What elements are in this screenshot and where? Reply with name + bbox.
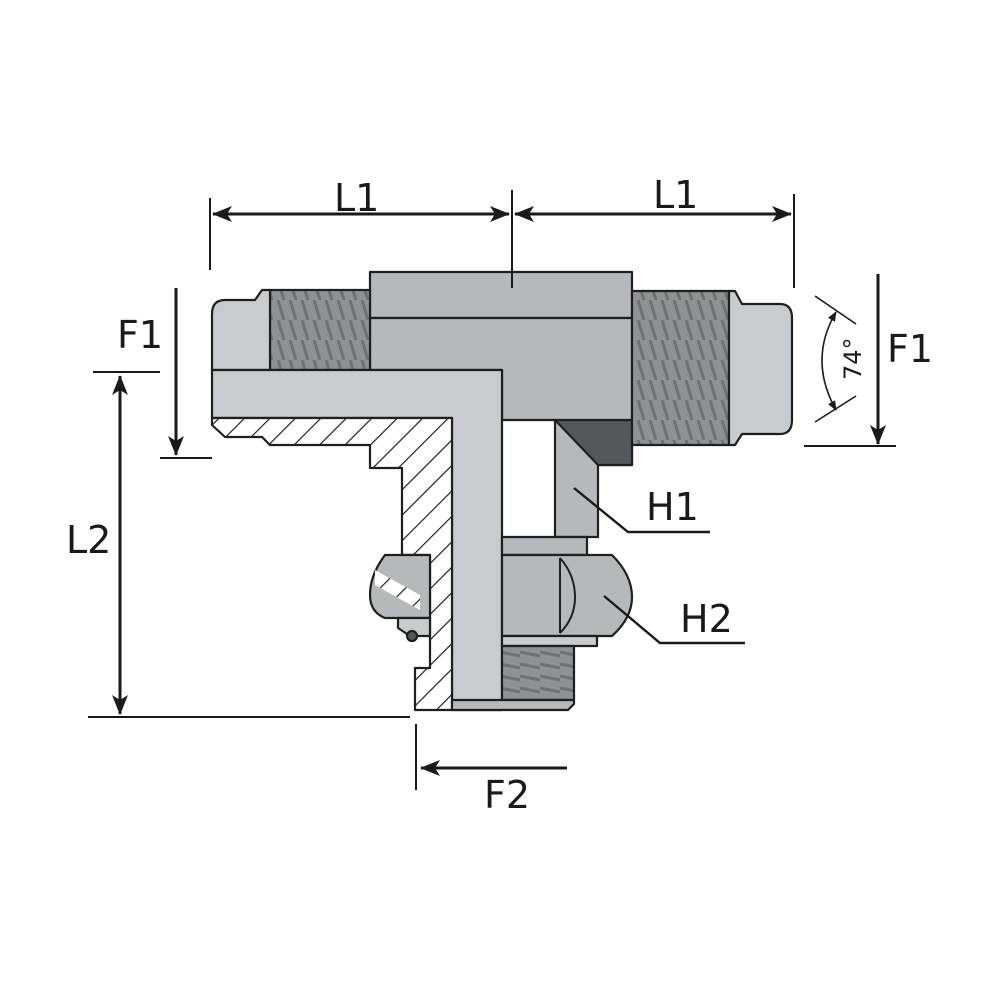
- right-port-nose: [727, 289, 794, 447]
- leader-h1: [573, 487, 710, 534]
- label-f1-left: F1: [117, 313, 163, 357]
- lower-port-end: [450, 698, 576, 712]
- fitting-body: [210, 270, 794, 712]
- washer: [500, 634, 599, 648]
- label-l1-left: L1: [334, 176, 379, 220]
- dimensions: [88, 190, 896, 790]
- section-hatch: [210, 416, 454, 712]
- angle-arc: [821, 311, 837, 411]
- lock-nut-hex: [500, 553, 634, 638]
- label-f1-right: F1: [887, 327, 933, 371]
- seal-ring: [396, 616, 432, 638]
- label-l1-right: L1: [653, 173, 698, 217]
- label-flare-angle: 74°: [839, 337, 867, 380]
- label-h2: H2: [680, 597, 733, 641]
- left-port-thread: [268, 288, 372, 372]
- right-port-thread: [630, 289, 731, 447]
- label-f2: F2: [484, 773, 530, 817]
- tee-center-block: [368, 270, 634, 320]
- label-h1: H1: [646, 485, 699, 529]
- leader-h2: [603, 595, 745, 645]
- left-port-nose: [210, 288, 272, 372]
- o-ring: [405, 629, 419, 643]
- lower-neck: [500, 535, 589, 557]
- label-l2: L2: [66, 518, 111, 562]
- lower-port-thread: [500, 644, 576, 702]
- labels: L1 L1 L2 F1 F1 F2 H1 H2 74°: [66, 173, 933, 817]
- chamfer-face: [553, 418, 634, 467]
